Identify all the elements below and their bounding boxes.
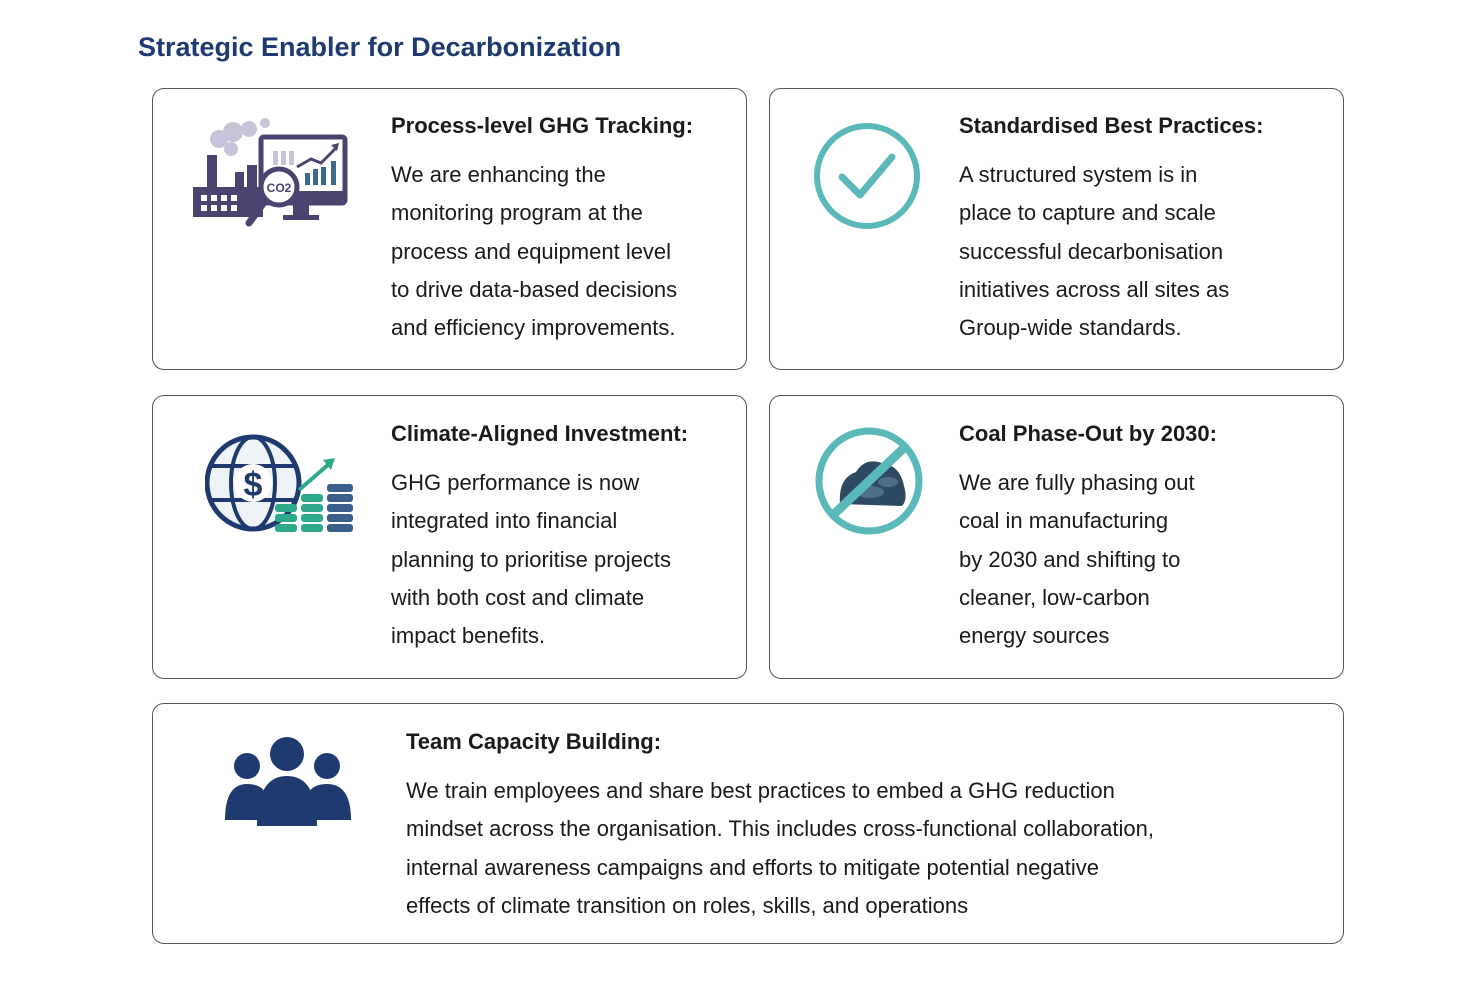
body-line: and efficiency improvements. (391, 315, 676, 341)
body-line: monitoring program at the (391, 200, 643, 226)
body-line: with both cost and climate (391, 584, 645, 610)
body-line: We train employees and share best practi… (406, 778, 1115, 803)
body-line: internal awareness campaigns and efforts… (406, 854, 1100, 880)
body-line: mindset across the organisation. This in… (406, 816, 1154, 842)
body-line: process and equipment level (391, 238, 672, 264)
co2-label: CO2 (267, 181, 292, 195)
body-line: initiatives across all sites as (959, 276, 1230, 302)
no-coal-icon (815, 427, 923, 535)
co2-monitoring-icon: CO2 (193, 118, 348, 227)
card-coal-phaseout: Coal Phase-Out by 2030: We are fully pha… (769, 395, 1344, 679)
card-heading: Climate-Aligned Investment: (391, 421, 689, 446)
globe-dollar-coins-icon: $ (205, 434, 353, 532)
body-line: effects of climate transition on roles, … (406, 892, 969, 918)
card-heading: Process-level GHG Tracking: (391, 113, 694, 138)
card-heading: Team Capacity Building: (406, 729, 662, 754)
dollar-label: $ (244, 466, 263, 504)
card-team-capacity: Team Capacity Building: We train employe… (152, 703, 1344, 944)
team-icon (225, 737, 351, 826)
body-line: impact benefits. (391, 623, 546, 649)
card-heading: Standardised Best Practices: (959, 113, 1264, 138)
body-line: energy sources (959, 623, 1110, 649)
body-line: by 2030 and shifting to (959, 546, 1181, 572)
body-line: GHG performance is now (391, 470, 640, 495)
body-line: Group-wide standards. (959, 315, 1182, 341)
card-heading: Coal Phase-Out by 2030: (959, 421, 1217, 446)
card-best-practices: Standardised Best Practices: A structure… (769, 88, 1344, 370)
page-title: Strategic Enabler for Decarbonization (138, 32, 622, 62)
body-line: to drive data-based decisions (391, 276, 678, 302)
body-line: place to capture and scale (959, 200, 1216, 226)
card-ghg-tracking: CO2 Process-level GHG Tracking: We are e… (152, 88, 747, 370)
body-line: successful decarbonisation (959, 238, 1224, 264)
card-climate-investment: $ Climate-Aligned Investment: GHG perfor… (152, 395, 747, 679)
body-line: A structured system is in (959, 162, 1198, 187)
body-line: We are enhancing the (391, 162, 606, 187)
body-line: planning to prioritise projects (391, 546, 672, 572)
body-line: cleaner, low-carbon (959, 584, 1150, 610)
body-line: integrated into financial (391, 508, 618, 534)
body-line: We are fully phasing out (959, 470, 1195, 495)
checkmark-circle-icon (814, 123, 920, 229)
body-line: coal in manufacturing (959, 508, 1169, 534)
